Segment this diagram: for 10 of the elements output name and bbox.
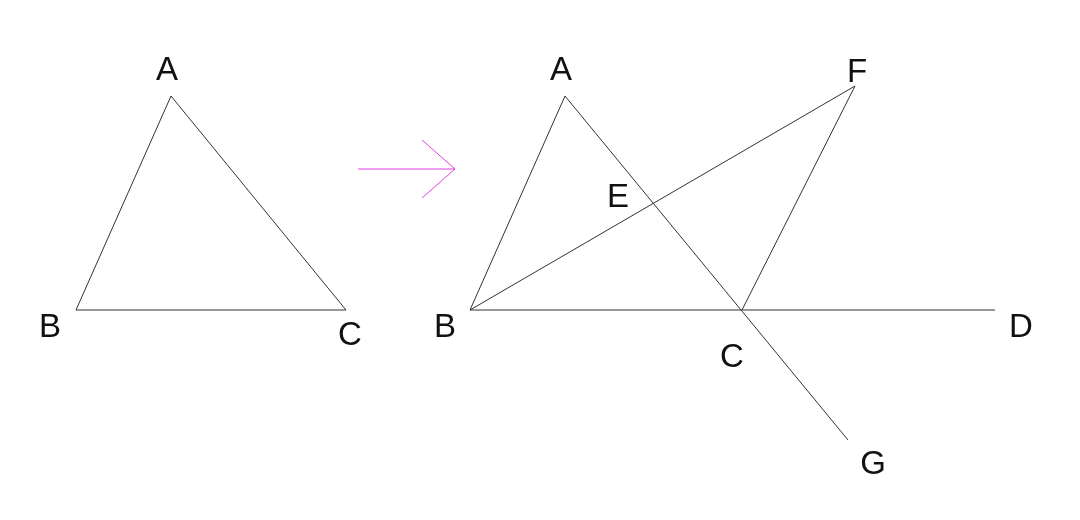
point-label: C [338, 316, 362, 350]
point-label: A [550, 51, 572, 85]
point-label: C [720, 338, 744, 372]
point-label: G [860, 445, 886, 479]
point-label: A [156, 51, 178, 85]
point-label: D [1009, 308, 1033, 342]
point-label: B [39, 308, 61, 342]
point-label: B [434, 308, 456, 342]
point-label: E [607, 178, 629, 212]
point-label: F [846, 53, 868, 87]
